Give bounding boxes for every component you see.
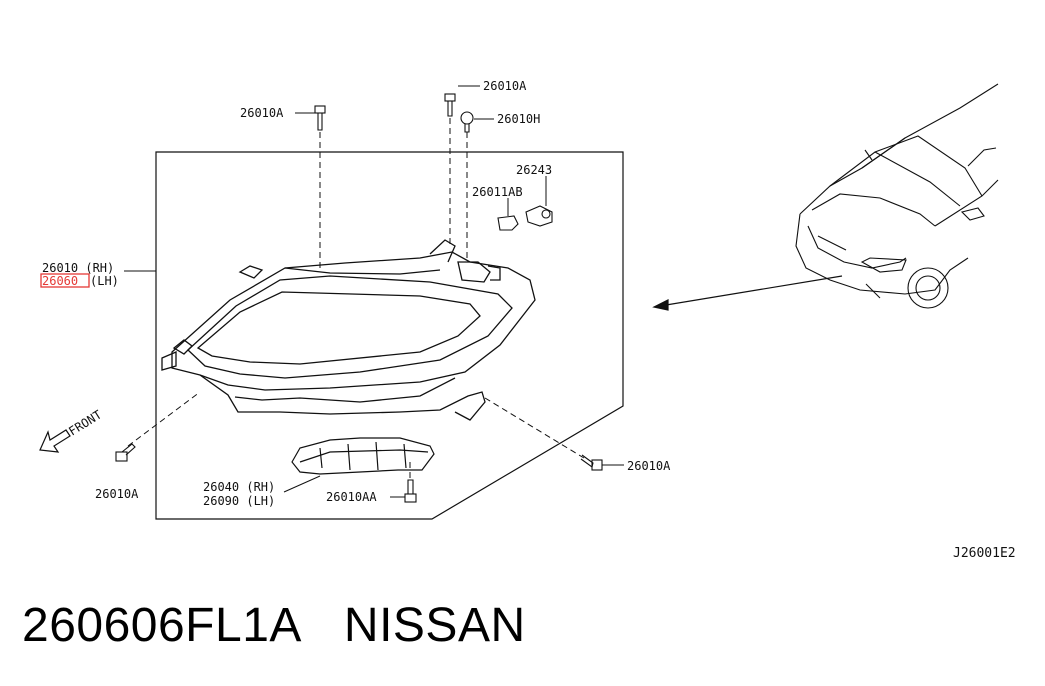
highlight-box <box>40 273 90 288</box>
label-bolt-right: 26010A <box>627 459 671 473</box>
diagram-code: J26001E2 <box>953 546 1016 561</box>
bolt-bracket-icon <box>404 479 417 503</box>
mounting-bracket <box>291 437 435 475</box>
label-bracket-rh: 26040 (RH) <box>203 480 275 494</box>
label-clip-top: 26010H <box>497 112 540 126</box>
bolt-top-left-icon <box>314 105 326 131</box>
brand-name: NISSAN <box>343 599 526 652</box>
guide-lines <box>127 118 585 478</box>
label-bolt-top: 26010A <box>483 79 527 93</box>
bolt-front-icon <box>115 443 136 462</box>
label-bracket-lh: 26090 (LH) <box>203 494 275 508</box>
bolt-right-icon <box>580 454 603 471</box>
bolt-top-icon <box>444 93 456 117</box>
locator-arrow <box>652 275 843 311</box>
part-number: 260606FL1A <box>22 599 302 652</box>
cap-icon <box>497 215 519 231</box>
assembly-frame <box>155 151 624 520</box>
label-housing-lh-suffix: (LH) <box>90 274 119 288</box>
clip-top-icon <box>460 111 474 133</box>
label-housing-rh: 26010 (RH) <box>42 261 114 275</box>
label-front: FRONT <box>66 408 104 439</box>
part-caption: 260606FL1A NISSAN <box>22 598 526 653</box>
vehicle-illustration <box>795 83 999 309</box>
label-bolt-front: 26010A <box>95 487 139 501</box>
label-cap: 26011AB <box>472 185 523 199</box>
label-bolt-top-left: 26010A <box>240 106 284 120</box>
front-arrow-icon <box>39 429 71 453</box>
headlamp-assembly <box>161 239 536 421</box>
bulb-icon <box>525 205 553 227</box>
label-bulb: 26243 <box>516 163 552 177</box>
label-bolt-bracket: 26010AA <box>326 490 377 504</box>
leader-lines <box>124 85 624 498</box>
label-housing-lh-number: 26060 <box>42 274 78 288</box>
